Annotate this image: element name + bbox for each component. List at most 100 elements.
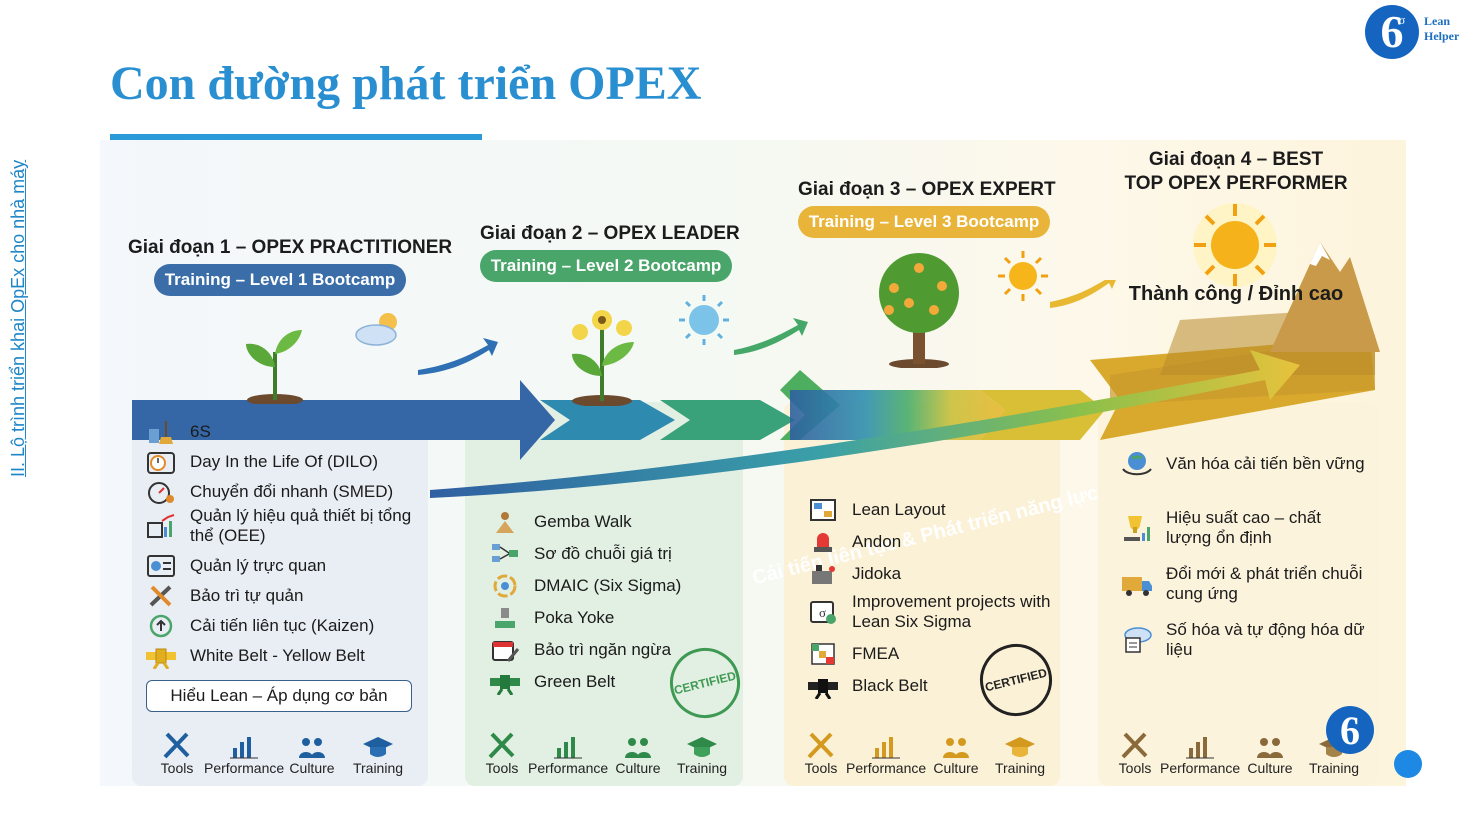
value-stream-icon bbox=[488, 540, 522, 568]
stage3-item-label: Andon bbox=[852, 532, 902, 551]
clock-icon bbox=[144, 448, 178, 476]
graduation-cap-icon bbox=[988, 726, 1052, 760]
stage1-item-label: White Belt - Yellow Belt bbox=[190, 646, 365, 665]
footer-label-tools: Tools bbox=[160, 760, 194, 776]
stage3-item: σ Improvement projects with Lean Six Sig… bbox=[806, 592, 1056, 632]
gemba-walk-icon bbox=[488, 508, 522, 536]
stage4-item-label: Đổi mới & phát triển chuỗi cung ứng bbox=[1166, 564, 1363, 603]
big-sun-icon bbox=[1193, 203, 1277, 287]
footer-label-training: Training bbox=[994, 760, 1046, 776]
stage3-training-pill: Training – Level 3 Bootcamp bbox=[798, 206, 1050, 238]
green-belt-icon bbox=[488, 668, 522, 696]
tools-icon bbox=[1110, 726, 1160, 760]
culture-people-icon bbox=[612, 726, 664, 760]
stage3-item: Lean Layout bbox=[806, 496, 1056, 524]
tools-icon bbox=[796, 726, 846, 760]
stage2-item-label: Sơ đồ chuỗi giá trị bbox=[534, 544, 672, 563]
improvement-cycle-icon bbox=[144, 612, 178, 640]
stage2-item: Bảo trì ngăn ngừa bbox=[488, 636, 738, 664]
mountain-icon bbox=[1270, 242, 1380, 352]
stage3-heading: Giai đoạn 3 – OPEX EXPERT bbox=[798, 179, 1056, 200]
sigma-check-icon: σ bbox=[806, 598, 840, 626]
stage2-item: Green Belt bbox=[488, 668, 738, 696]
stage1-summary-box: Hiểu Lean – Áp dụng cơ bản bbox=[146, 680, 412, 712]
footer-label-culture: Culture bbox=[615, 760, 661, 776]
stage4-footer-tools: Tools bbox=[1110, 726, 1160, 776]
svg-text:σ: σ bbox=[1399, 13, 1406, 27]
cloud-data-icon bbox=[1120, 626, 1154, 654]
culture-people-icon bbox=[286, 726, 338, 760]
trophy-chart-icon bbox=[1120, 514, 1154, 542]
stage1-item-label: Cải tiến liên tục (Kaizen) bbox=[190, 616, 375, 635]
stage1-item: Day In the Life Of (DILO) bbox=[144, 448, 424, 476]
seedling-icon bbox=[246, 330, 303, 404]
stage3-footer-tools: Tools bbox=[796, 726, 846, 776]
stage1-item-label: 6S bbox=[190, 422, 211, 441]
jidoka-machine-icon bbox=[806, 560, 840, 588]
stage3-footer-performance: Performance bbox=[846, 726, 926, 776]
logo-text-helper: Helper bbox=[1424, 29, 1460, 43]
stage1-footer-performance: Performance bbox=[204, 726, 284, 776]
stopwatch-gear-icon bbox=[144, 478, 178, 506]
stage4-item-label: Văn hóa cải tiến bền vững bbox=[1166, 454, 1365, 473]
page-title: Con đường phát triển OPEX bbox=[110, 57, 702, 110]
stage4-item-label: Hiệu suất cao – chất lượng ổn định bbox=[1166, 508, 1321, 547]
wrench-screwdriver-icon bbox=[144, 582, 178, 610]
stage1-item: Chuyển đổi nhanh (SMED) bbox=[144, 478, 424, 506]
stage2-item: Poka Yoke bbox=[488, 604, 738, 632]
stage1-item: Bảo trì tự quản bbox=[144, 582, 424, 610]
page-indicator-dot bbox=[1394, 750, 1422, 778]
footer-label-culture: Culture bbox=[1247, 760, 1293, 776]
stage4-heading-line1: Giai đoạn 4 – BEST bbox=[1148, 149, 1324, 170]
stage4-footer-performance: Performance bbox=[1160, 726, 1240, 776]
footer-label-training: Training bbox=[352, 760, 404, 776]
footer-label-training: Training bbox=[676, 760, 728, 776]
performance-chart-icon bbox=[1160, 726, 1240, 760]
title-underline bbox=[110, 134, 482, 140]
stage3-item-label: Jidoka bbox=[852, 564, 902, 583]
layout-blueprint-icon bbox=[806, 496, 840, 524]
stage3-item-label: Improvement projects with Lean Six Sigma bbox=[852, 592, 1051, 631]
dmaic-cycle-icon bbox=[488, 572, 522, 600]
logo-six-icon: 6 σ bbox=[1365, 5, 1419, 59]
stage3-item-label: FMEA bbox=[852, 644, 900, 663]
stage1-footer-culture: Culture bbox=[286, 726, 338, 776]
stage2-footer-tools: Tools bbox=[477, 726, 527, 776]
section-label: II. Lộ trình triển khai OpEx cho nhà máy bbox=[8, 159, 28, 477]
footer-label-culture: Culture bbox=[289, 760, 335, 776]
stage1-item-label: Quản lý hiệu quả thiết bị tổng thể (OEE) bbox=[190, 506, 412, 545]
stage4-item: Văn hóa cải tiến bền vững bbox=[1120, 450, 1370, 478]
globe-hands-icon bbox=[1120, 450, 1154, 478]
stage3-item-label: Black Belt bbox=[852, 676, 928, 695]
fmea-grid-icon bbox=[806, 640, 840, 668]
culture-people-icon bbox=[1244, 726, 1296, 760]
stage2-item-label: Poka Yoke bbox=[534, 608, 615, 627]
corner-six-sigma-icon: 6 bbox=[1326, 706, 1374, 754]
equipment-chart-icon bbox=[144, 512, 178, 540]
svg-text:σ: σ bbox=[819, 605, 826, 620]
performance-chart-icon bbox=[528, 726, 608, 760]
footer-label-culture: Culture bbox=[933, 760, 979, 776]
yellow-belt-icon bbox=[144, 642, 178, 670]
stage2-footer-training: Training bbox=[670, 726, 734, 776]
stage3-panel bbox=[784, 402, 1060, 786]
stage4-peak-label: Thành công / Đỉnh cao bbox=[1128, 283, 1344, 305]
stage2-item: Sơ đồ chuỗi giá trị bbox=[488, 540, 738, 568]
tools-icon bbox=[152, 726, 202, 760]
stage1-item: Quản lý trực quan bbox=[144, 552, 424, 580]
delivery-truck-icon bbox=[1120, 570, 1154, 598]
stage2-item: DMAIC (Six Sigma) bbox=[488, 572, 738, 600]
sun-icon-stage3 bbox=[998, 251, 1048, 301]
stage4-item: Hiệu suất cao – chất lượng ổn định bbox=[1120, 508, 1370, 548]
stage4-footer-culture: Culture bbox=[1244, 726, 1296, 776]
footer-label-performance: Performance bbox=[204, 760, 285, 776]
poka-yoke-icon bbox=[488, 604, 522, 632]
performance-chart-icon bbox=[204, 726, 284, 760]
footer-label-tools: Tools bbox=[485, 760, 519, 776]
stage1-item-label: Quản lý trực quan bbox=[190, 556, 327, 575]
culture-people-icon bbox=[930, 726, 982, 760]
stage4-item: Số hóa và tự động hóa dữ liệu bbox=[1120, 620, 1370, 660]
stage1-panel bbox=[132, 402, 428, 786]
stage1-training-pill: Training – Level 1 Bootcamp bbox=[154, 264, 406, 296]
visual-board-icon bbox=[144, 552, 178, 580]
